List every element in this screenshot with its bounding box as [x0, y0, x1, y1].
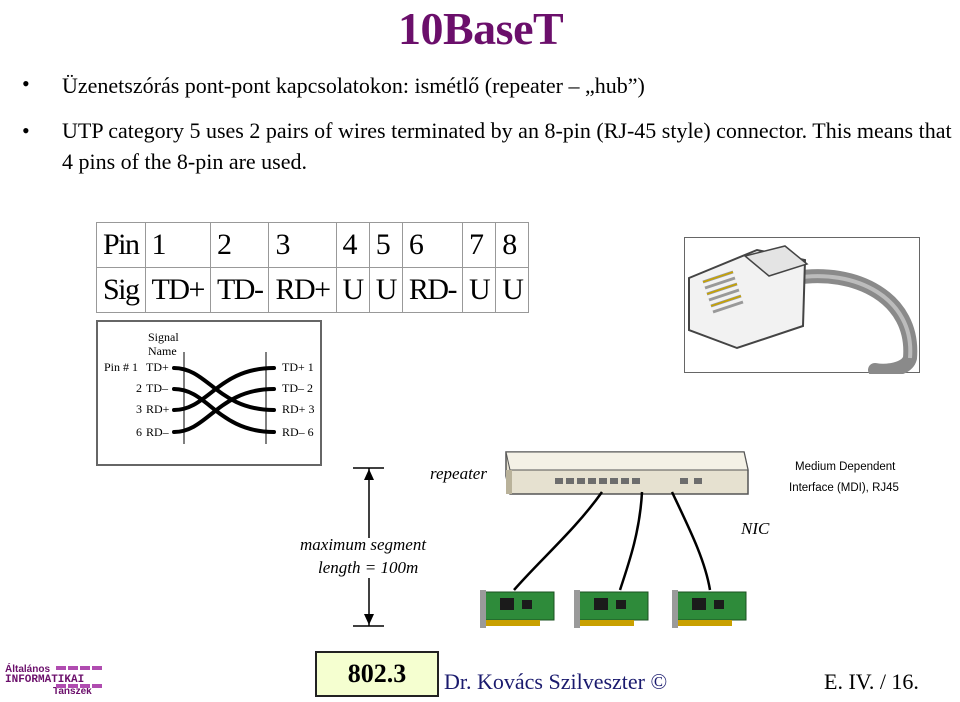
signal-label: TD+ 1 [282, 360, 314, 374]
table-row: Sig TD+ TD- RD+ U U RD- U U [96, 267, 530, 313]
pin-label: 2 [136, 381, 142, 395]
bullet-marker: • [22, 118, 30, 143]
nic-card-icon [480, 590, 555, 628]
bullet-text: UTP category 5 uses 2 pairs of wires ter… [62, 118, 952, 174]
table-cell: 3 [268, 222, 337, 268]
repeater-hub-icon [505, 451, 749, 495]
nic-card-icon [672, 590, 747, 628]
rj45-connector-icon [688, 245, 918, 378]
pin-label: Pin # 1 [104, 360, 139, 374]
table-cell: 8 [495, 222, 530, 268]
diagram-header: Name [148, 344, 177, 358]
department-logo: Általános INFORMATIKAI Tanszék [5, 664, 92, 697]
signal-label: TD+ [146, 360, 169, 374]
pin-table: Pin 1 2 3 4 5 6 7 8 Sig TD+ TD- RD+ U U … [96, 222, 530, 313]
signal-label: RD– [146, 425, 169, 439]
table-cell: 2 [209, 222, 270, 268]
segment-label: maximum segment [300, 535, 427, 554]
table-cell: TD+ [144, 267, 211, 313]
table-cell: 7 [462, 222, 497, 268]
pin-label: 3 [136, 402, 142, 416]
table-cell: 6 [401, 222, 464, 268]
crossover-wires [172, 352, 276, 444]
table-cell: RD+ [268, 267, 337, 313]
signal-label: RD– 6 [282, 425, 314, 439]
logo-text: Általános [5, 664, 51, 675]
signal-label: RD+ [146, 402, 170, 416]
bullet-text: Üzenetszórás pont-pont kapcsolatokon: is… [62, 73, 645, 98]
bullet-marker: • [22, 71, 30, 96]
table-row: Pin 1 2 3 4 5 6 7 8 [96, 222, 530, 268]
crossover-diagram: Signal Name Pin # 1 2 3 6 TD+ TD– RD+ RD… [96, 320, 322, 466]
table-cell: U [368, 267, 403, 313]
table-cell: Sig [96, 267, 146, 313]
signal-label: TD– [146, 381, 168, 395]
table-cell: U [462, 267, 497, 313]
nic-card-icon [574, 590, 649, 628]
table-cell: U [335, 267, 370, 313]
signal-label: RD+ 3 [282, 402, 315, 416]
table-cell: 4 [335, 222, 370, 268]
diagram-header: Signal [148, 330, 179, 344]
page-number: E. IV. / 16. [824, 669, 919, 694]
rj45-connector-image [684, 237, 920, 378]
repeater-label: repeater [430, 464, 487, 483]
table-cell: U [495, 267, 530, 313]
table-cell: RD- [401, 267, 464, 313]
table-cell: Pin [96, 222, 146, 268]
page-title: 10BaseT [398, 3, 564, 54]
logo-text: Tanszék [53, 686, 92, 697]
nic-label: NIC [741, 519, 770, 538]
author-credit: Dr. Kovács Szilveszter © [444, 669, 668, 694]
mdi-label: Interface (MDI), RJ45 [789, 482, 899, 494]
table-cell: 1 [144, 222, 211, 268]
table-cell: TD- [209, 267, 270, 313]
segment-label: length = 100m [318, 558, 419, 577]
table-cell: 5 [368, 222, 403, 268]
logo-text: INFORMATIKAI [5, 674, 85, 686]
logo-stripes-icon [56, 666, 102, 688]
mdi-label: Medium Dependent [795, 461, 896, 473]
signal-label: TD– 2 [282, 381, 313, 395]
pin-label: 6 [136, 425, 142, 439]
standard-badge: 802.3 [315, 651, 439, 697]
